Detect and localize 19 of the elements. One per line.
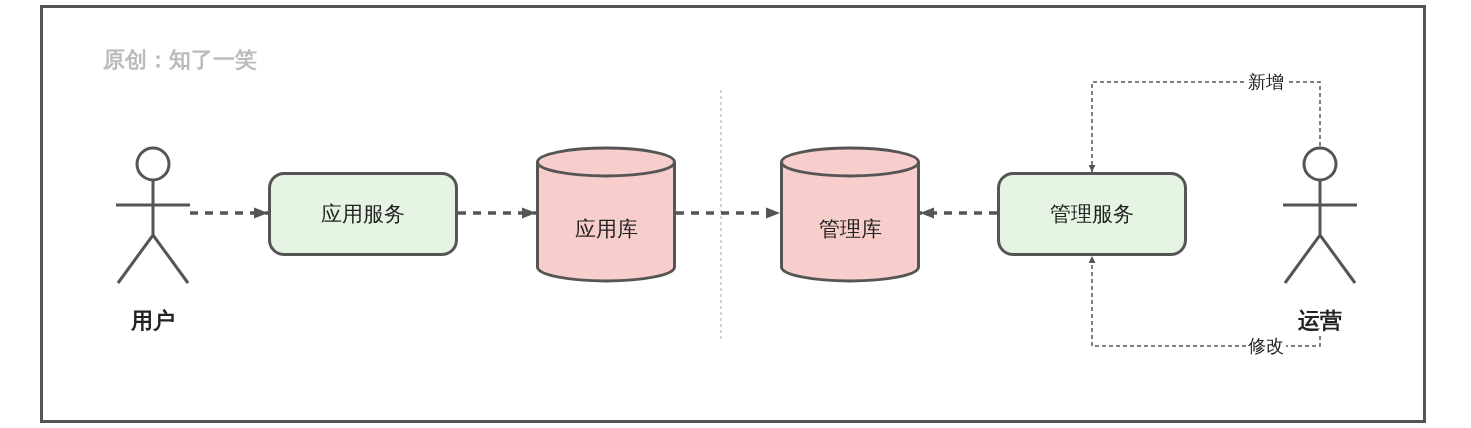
dashed-arrow bbox=[458, 207, 536, 219]
service-box bbox=[997, 172, 1187, 256]
node-label: 管理库 bbox=[818, 215, 882, 243]
node-label: 应用服务 bbox=[321, 201, 405, 228]
actor-label: 用户 bbox=[130, 307, 176, 335]
dashed-arrow bbox=[920, 207, 997, 219]
edge-label: 新增 bbox=[1246, 70, 1286, 94]
dashed-arrow bbox=[1088, 255, 1321, 347]
node-label: 管理服务 bbox=[1050, 201, 1134, 228]
service-box bbox=[268, 172, 458, 256]
database-cylinder bbox=[780, 148, 920, 281]
dashed-arrow bbox=[190, 207, 268, 219]
dashed-arrow bbox=[1088, 81, 1321, 173]
attribution-text: 原创：知了一笑 bbox=[103, 46, 257, 74]
dashed-arrow bbox=[676, 207, 780, 219]
actor-label: 运营 bbox=[1297, 307, 1343, 335]
node-label: 应用库 bbox=[574, 215, 638, 243]
database-cylinder bbox=[536, 148, 676, 281]
edge-label: 修改 bbox=[1246, 334, 1286, 358]
